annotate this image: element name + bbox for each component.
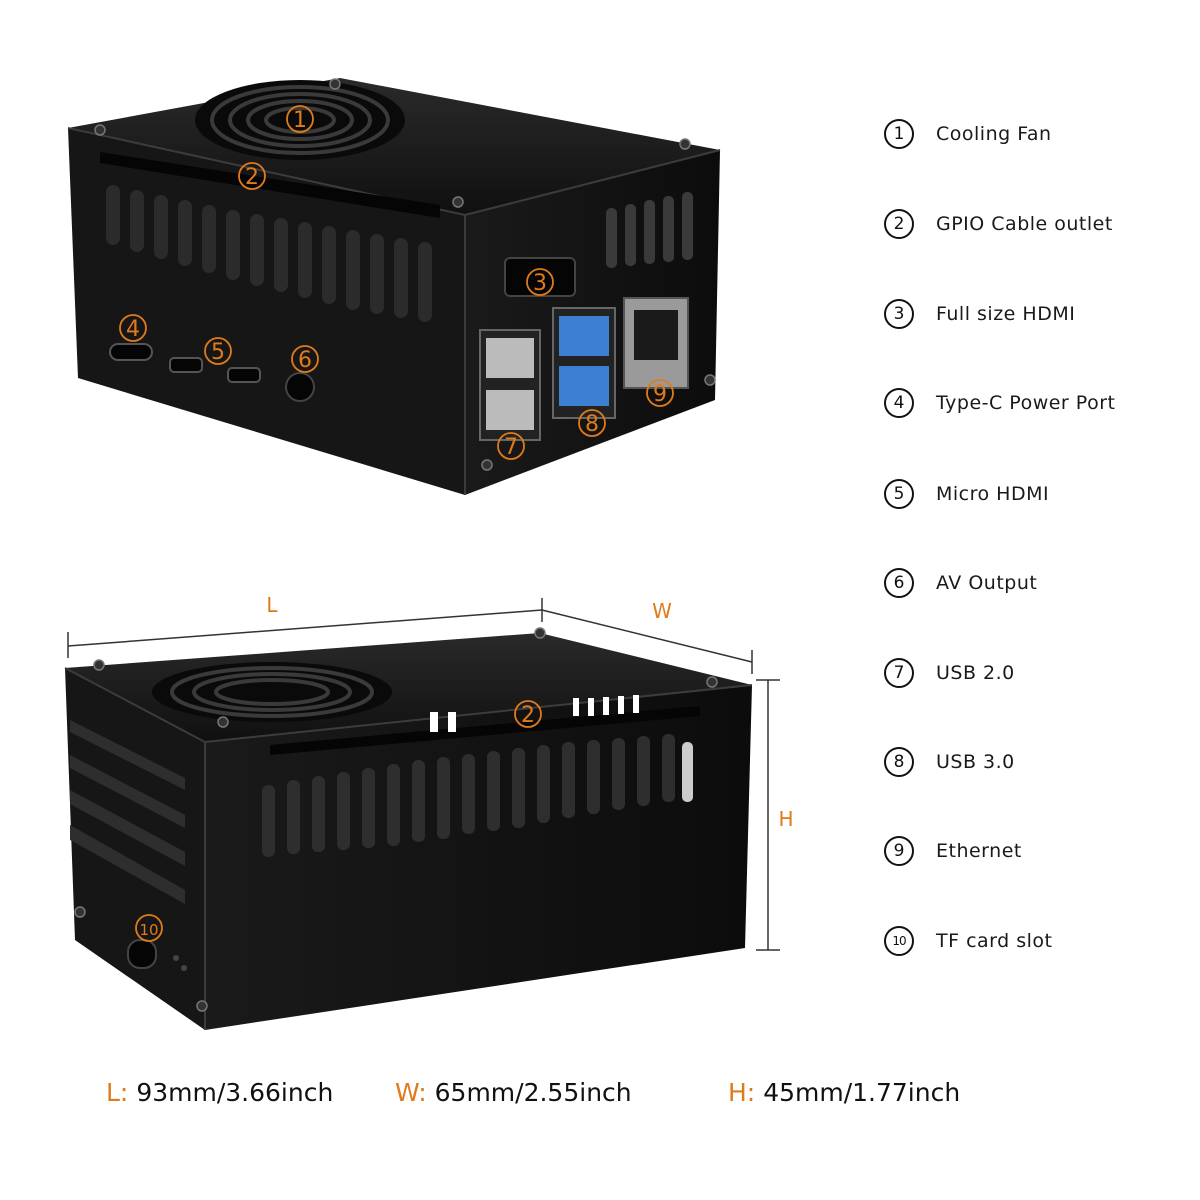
legend-number: 2 xyxy=(884,209,914,239)
cooling-fan-top xyxy=(195,80,405,160)
legend-label: USB 3.0 xyxy=(936,751,1015,773)
legend-item: 9 Ethernet xyxy=(884,831,1022,871)
dimension-height: H: 45mm/1.77inch xyxy=(728,1078,960,1107)
callout-10: 10 xyxy=(139,921,158,939)
dimension-width-key: W: xyxy=(395,1078,427,1107)
legend-item: 10 TF card slot xyxy=(884,921,1053,961)
legend-label: AV Output xyxy=(936,572,1038,594)
callout-7: 7 xyxy=(504,435,518,460)
vents-right-face xyxy=(606,192,693,268)
legend-item: 4 Type-C Power Port xyxy=(884,383,1115,423)
callout-4: 4 xyxy=(126,317,140,342)
legend-number: 6 xyxy=(884,568,914,598)
callout-5: 5 xyxy=(211,340,225,365)
usb2-ports xyxy=(479,329,541,441)
legend-item: 7 USB 2.0 xyxy=(884,653,1015,693)
dimension-height-key: H: xyxy=(728,1078,756,1107)
callout-6: 6 xyxy=(298,348,312,373)
callout-8-circle xyxy=(578,409,606,437)
legend-item: 5 Micro HDMI xyxy=(884,474,1049,514)
vents-front-face xyxy=(262,734,693,857)
callout-5-circle xyxy=(204,337,232,365)
legend-item: 8 USB 3.0 xyxy=(884,742,1015,782)
callout-9: 9 xyxy=(653,382,667,407)
dimension-label-w: W xyxy=(652,599,672,623)
micro-hdmi-port-2 xyxy=(227,367,261,383)
gpio-openings xyxy=(430,695,639,732)
dimension-length-key: L: xyxy=(106,1078,129,1107)
callout-10-circle xyxy=(135,914,163,942)
tf-card-slot xyxy=(127,939,157,969)
legend-item: 3 Full size HDMI xyxy=(884,294,1075,334)
legend-number: 5 xyxy=(884,479,914,509)
dimension-length-value: 93mm/3.66inch xyxy=(136,1078,334,1107)
callout-6-circle xyxy=(291,345,319,373)
callout-3: 3 xyxy=(533,271,547,296)
callout-7-circle xyxy=(497,432,525,460)
callout-2-circle xyxy=(238,162,266,190)
dimension-length: L: 93mm/3.66inch xyxy=(106,1078,333,1107)
legend-number: 3 xyxy=(884,299,914,329)
callout-2b: 2 xyxy=(521,703,535,728)
av-jack xyxy=(285,372,315,402)
legend-label: Ethernet xyxy=(936,840,1022,862)
legend-label: TF card slot xyxy=(936,930,1053,952)
screws-bottom-case xyxy=(74,627,718,1012)
gpio-slot-top xyxy=(100,152,440,218)
dimension-label-h: H xyxy=(778,807,793,831)
legend-item: 1 Cooling Fan xyxy=(884,114,1052,154)
dimension-label-l: L xyxy=(266,593,278,617)
gpio-slot-bottom xyxy=(270,706,700,755)
legend-number: 9 xyxy=(884,836,914,866)
ethernet-port xyxy=(623,297,689,389)
callout-8: 8 xyxy=(585,412,599,437)
callout-4-circle xyxy=(119,314,147,342)
legend-label: Full size HDMI xyxy=(936,303,1076,325)
usb3-ports xyxy=(552,307,616,419)
legend-number: 1 xyxy=(884,119,914,149)
callout-1-circle xyxy=(286,105,314,133)
callout-2: 2 xyxy=(245,165,259,190)
legend-label: Type-C Power Port xyxy=(936,392,1116,414)
dimension-height-value: 45mm/1.77inch xyxy=(763,1078,961,1107)
cooling-fan-bottom xyxy=(152,662,392,722)
legend-number: 7 xyxy=(884,658,914,688)
legend-number: 8 xyxy=(884,747,914,777)
legend-label: Cooling Fan xyxy=(936,123,1052,145)
dimension-width: W: 65mm/2.55inch xyxy=(395,1078,632,1107)
callout-3-circle xyxy=(526,268,554,296)
callout-9-circle xyxy=(646,379,674,407)
callout-2b-circle xyxy=(514,700,542,728)
screws-top-case xyxy=(94,78,716,471)
legend-item: 6 AV Output xyxy=(884,563,1037,603)
legend-label: USB 2.0 xyxy=(936,662,1015,684)
callout-1: 1 xyxy=(293,108,307,133)
vents-side-face xyxy=(70,720,185,904)
legend-number: 4 xyxy=(884,388,914,418)
type-c-port xyxy=(109,343,153,361)
case-view-dimensions: 2 10 L W H xyxy=(64,593,794,1030)
legend-label: GPIO Cable outlet xyxy=(936,213,1113,235)
vents-left-face xyxy=(106,185,432,322)
hdmi-port xyxy=(504,257,576,297)
legend-item: 2 GPIO Cable outlet xyxy=(884,204,1113,244)
dimension-lines xyxy=(67,598,780,951)
dimension-width-value: 65mm/2.55inch xyxy=(434,1078,632,1107)
legend-number: 10 xyxy=(884,926,914,956)
legend-label: Micro HDMI xyxy=(936,483,1050,505)
case-view-ports: 1 2 3 4 5 6 7 8 9 xyxy=(67,78,721,495)
micro-hdmi-port-1 xyxy=(169,357,203,373)
